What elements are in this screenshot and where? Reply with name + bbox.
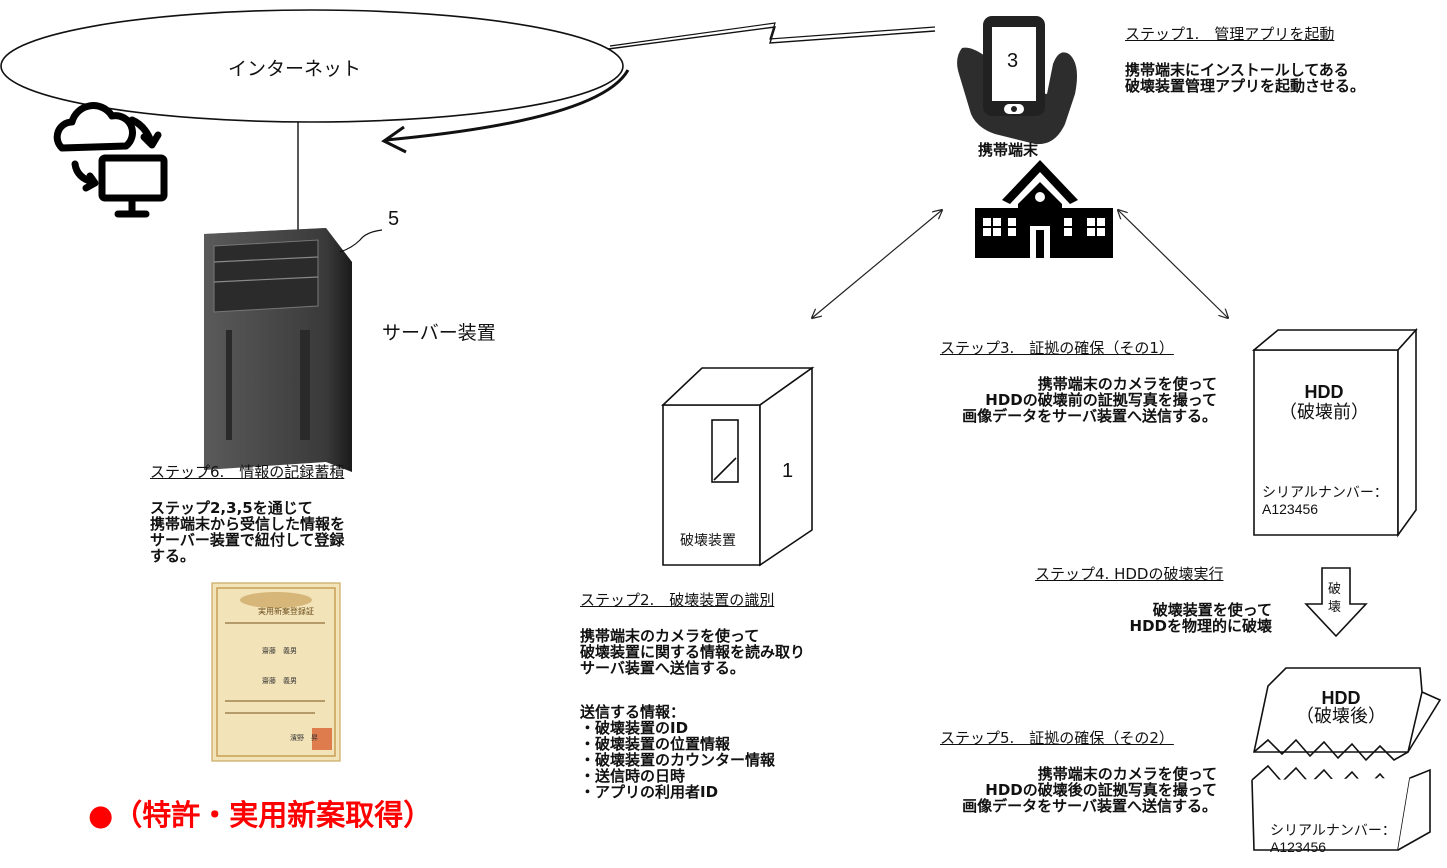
arrow-to-destroyer (812, 210, 942, 318)
destroyer-box (660, 366, 815, 567)
server-tower (204, 228, 383, 472)
step1-line: 携帯端末にインストールしてある (1125, 61, 1349, 79)
hdd-before-serial-label: シリアルナンバー： (1262, 484, 1388, 500)
step3-line: 携帯端末のカメラを使って (1037, 375, 1217, 393)
destroyer-number: 1 (782, 460, 794, 482)
step5-title: ステップ5. 証拠の確保（その2） (940, 729, 1174, 747)
step2-line: 破壊装置に関する情報を読み取り (580, 643, 806, 661)
step6-line: 携帯端末から受信した情報を (150, 515, 346, 533)
step2-send-item: ・アプリの利用者ID (580, 783, 719, 801)
hdd-before-title: HDD (1304, 382, 1344, 402)
server-number: 5 (388, 208, 400, 230)
arrow-to-hdd (1118, 210, 1228, 318)
certificate-name: 齋藤 義男 (262, 677, 297, 685)
internet-label: インターネット (228, 58, 362, 80)
return-arrow (385, 69, 630, 142)
hdd-before-sub: （破壊前） (1279, 402, 1369, 422)
certificate-rule (225, 700, 325, 702)
step2-line: サーバ装置へ送信する。 (580, 659, 745, 677)
step4-line: HDDを物理的に破壊 (1129, 617, 1272, 635)
step1-title: ステップ1. 管理アプリを起動 (1125, 25, 1335, 43)
hdd-after-title: HDD (1321, 688, 1361, 708)
internet-ellipse (0, 9, 624, 123)
certificate-rule (225, 622, 325, 624)
step2-send-item: ・送信時の日時 (580, 767, 686, 785)
step3-line: HDDの破壊前の証拠写真を撮って (985, 391, 1217, 409)
hdd-after-box (1251, 667, 1442, 851)
step6-line: する。 (150, 547, 196, 565)
mobile-number: 3 (1007, 50, 1019, 72)
step6-title: ステップ6. 情報の記録蓄積 (150, 463, 345, 481)
step2-send-title: 送信する情報： (580, 703, 686, 721)
step1-line: 破壊装置管理アプリを起動させる。 (1125, 77, 1366, 95)
step6-line: ステップ2,3,5を通じて (150, 499, 313, 517)
step6-line: サーバー装置で紐付して登録 (150, 531, 345, 549)
wireless-link (607, 26, 936, 50)
hdd-after-serial-label: シリアルナンバー： (1270, 822, 1396, 838)
step4-line: 破壊装置を使って (1152, 601, 1272, 619)
step3-title: ステップ3. 証拠の確保（その1） (940, 339, 1174, 357)
hdd-after-serial: A123456 (1270, 839, 1327, 855)
facility-icon (975, 160, 1113, 258)
step2-send-item: ・破壊装置のカウンター情報 (580, 751, 776, 769)
step5-line: 画像データをサーバ装置へ送信する。 (962, 797, 1217, 815)
destroyer-label: 破壊装置 (680, 533, 736, 549)
hdd-after-sub: （破壊後） (1296, 706, 1386, 726)
step5-line: HDDの破壊後の証拠写真を撮って (985, 781, 1217, 799)
step4-title: ステップ4. HDDの破壊実行 (1035, 565, 1224, 583)
patent-note: ●（特許・実用新案取得） (88, 798, 433, 832)
step2-send-item: ・破壊装置のID (580, 719, 689, 737)
certificate-name: 齋藤 義男 (262, 647, 297, 655)
hdd-before-box (1251, 327, 1418, 538)
server-label: サーバー装置 (382, 322, 496, 344)
destroy-arrow-char: 壊 (1328, 600, 1342, 615)
destroy-arrow-char: 破 (1328, 582, 1342, 597)
hdd-before-serial: A123456 (1262, 501, 1319, 517)
step2-line: 携帯端末のカメラを使って (580, 627, 760, 645)
cloud-sync-icon (53, 102, 168, 218)
certificate-name: 濱野 昇 (290, 734, 318, 742)
smartphone-icon (957, 16, 1077, 145)
certificate-image (211, 582, 341, 762)
step2-title: ステップ2. 破壊装置の識別 (580, 591, 775, 609)
step3-line: 画像データをサーバ装置へ送信する。 (962, 407, 1217, 425)
certificate-rule (225, 712, 315, 714)
mobile-label: 携帯端末 (978, 141, 1039, 159)
certificate-title: 実用新案登録証 (258, 607, 314, 616)
step5-line: 携帯端末のカメラを使って (1037, 765, 1217, 783)
destroy-arrow (1304, 567, 1368, 638)
step2-send-item: ・破壊装置の位置情報 (580, 735, 731, 753)
